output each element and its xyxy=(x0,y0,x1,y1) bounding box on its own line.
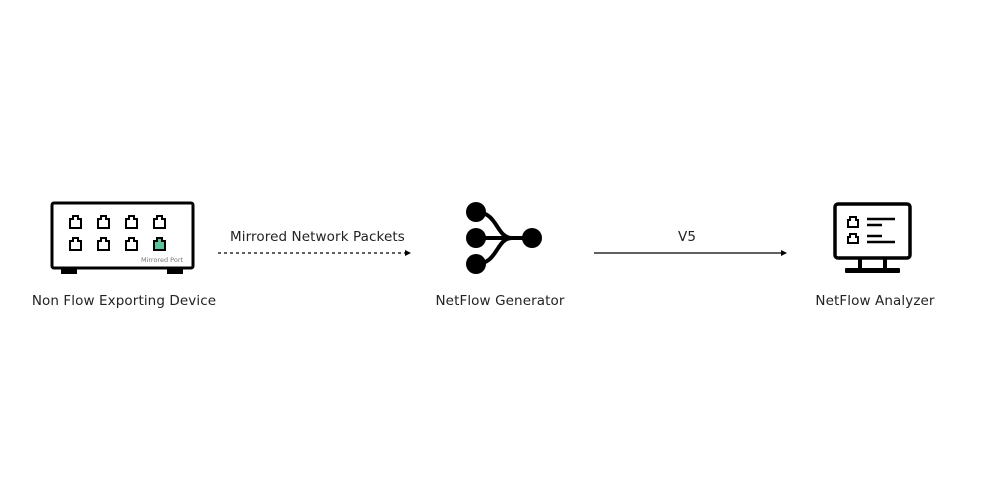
network-switch-icon: Mirrored Port xyxy=(50,201,195,274)
monitor-icon xyxy=(833,202,912,273)
netflow-generator-label: NetFlow Generator xyxy=(435,293,565,309)
flow-merge-icon xyxy=(466,202,542,274)
source-device-label: Non Flow Exporting Device xyxy=(31,293,217,309)
netflow-analyzer-label: NetFlow Analyzer xyxy=(815,293,935,309)
mirrored-port-icon xyxy=(153,237,166,251)
mirrored-packets-label: Mirrored Network Packets xyxy=(230,229,405,245)
mirrored-port-label: Mirrored Port xyxy=(141,256,184,264)
v5-label: V5 xyxy=(677,229,697,245)
